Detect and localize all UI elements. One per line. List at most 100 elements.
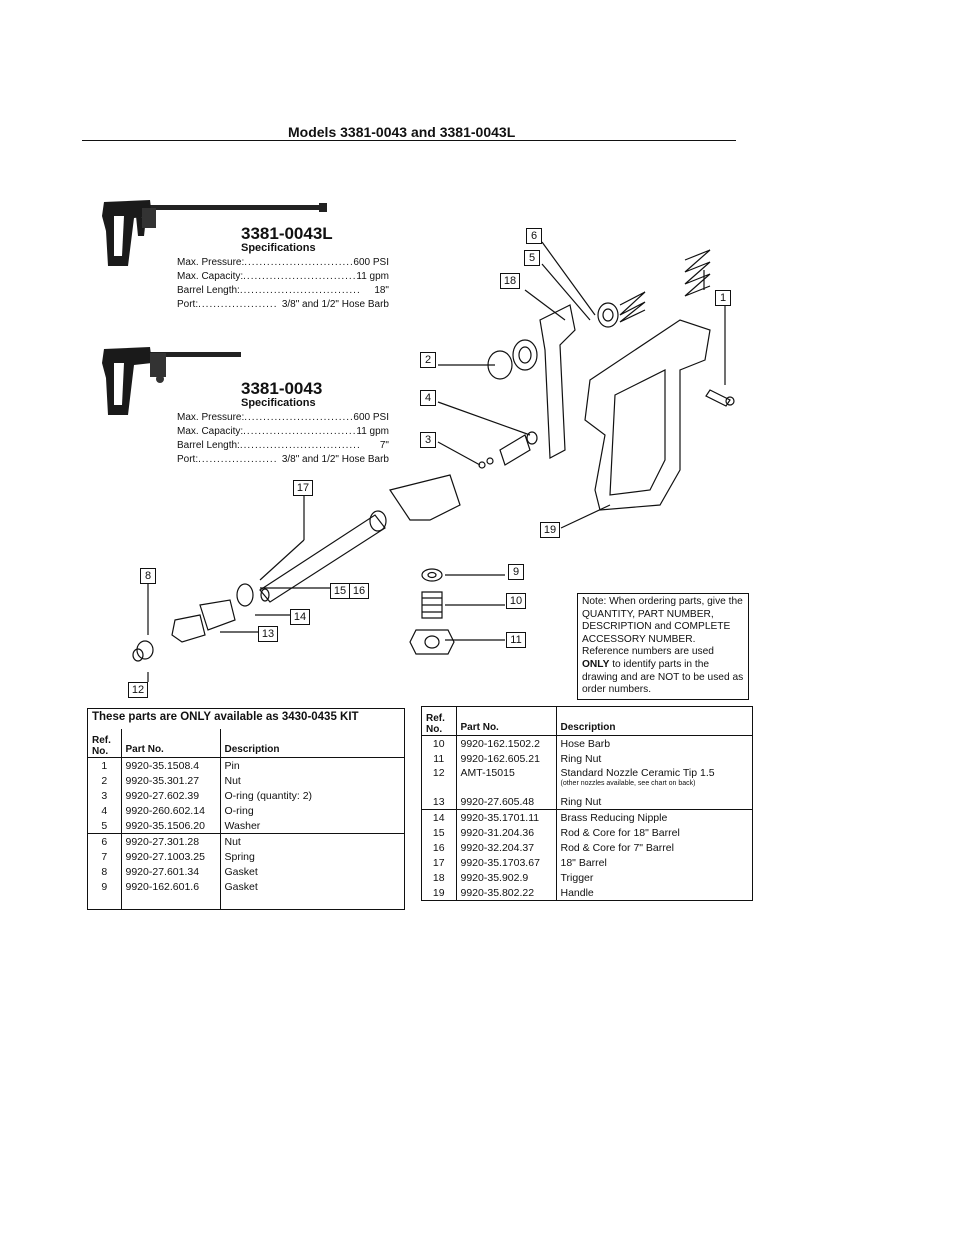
ref-label-10: 10 (506, 593, 526, 609)
cell-ref: 16 (422, 840, 457, 855)
cell-part-no: 9920-162.1502.2 (456, 735, 557, 751)
cell-ref: 18 (422, 870, 457, 885)
cell-part-no: 9920-35.1703.67 (456, 855, 557, 870)
cell-description: Nut (224, 774, 241, 787)
model-name-3381-0043l: 3381-0043L (241, 224, 333, 243)
spec-label: Port: (177, 454, 199, 465)
cell-part-no: 9920-35.301.27 (121, 773, 221, 788)
cell-part-no: 9920-27.1003.25 (121, 849, 221, 864)
cell-ref: 8 (88, 864, 122, 879)
cell-part-no: 9920-31.204.36 (456, 825, 557, 840)
ref-label-18: 18 (500, 273, 520, 289)
cell-part-no: 9920-27.301.28 (121, 833, 221, 849)
cell-description: 18" Barrel (560, 856, 607, 869)
cell-ref: 17 (422, 855, 457, 870)
spec-label: Max. Pressure: (177, 257, 245, 268)
spec-value: 11 gpm (356, 271, 389, 282)
cell-part-no: 9920-162.605.21 (456, 751, 557, 766)
cell-ref: 3 (88, 788, 122, 803)
header-ref: Ref. No. (88, 729, 122, 758)
spec-row: Max. Pressure:..........................… (177, 256, 389, 270)
ref-label-17: 17 (293, 480, 313, 496)
cell-ref: 1 (88, 757, 122, 773)
cell-ref: 11 (422, 751, 457, 766)
cell-description: Brass Reducing Nipple (556, 809, 752, 825)
ref-label-8: 8 (140, 568, 156, 584)
ref-label-16: 16 (349, 583, 369, 599)
cell-description: Trigger (560, 871, 594, 884)
cell-description: Rod & Core for 7" Barrel (560, 841, 674, 854)
spray-gun-long-illustration (102, 200, 327, 266)
spec-row: Max. Capacity:..........................… (177, 270, 389, 284)
spec-label: Max. Pressure: (177, 412, 245, 423)
cell-part-no: 9920-35.902.9 (456, 870, 557, 885)
ref-label-19: 19 (540, 522, 560, 538)
description-text: Standard Nozzle Ceramic Tip 1.5 (560, 767, 715, 779)
cell-part-no: 9920-27.602.39 (121, 788, 221, 803)
note-emphasis: ONLY (582, 658, 610, 670)
cell-description: O-ring (quantity: 2) (224, 789, 313, 802)
ordering-note: Note: When ordering parts, give the QUAN… (577, 593, 749, 700)
spray-gun-short-illustration (102, 347, 241, 415)
cell-ref: 15 (422, 825, 457, 840)
spec-row: Barrel Length:..........................… (177, 439, 389, 453)
exploded-parts-diagram (132, 241, 735, 682)
cell-description: O-ring (224, 804, 254, 817)
cell-ref: 7 (88, 849, 122, 864)
spec-row: Barrel Length:..........................… (177, 284, 389, 298)
cell-description: Ring Nut (560, 752, 602, 765)
cell-part-no: 9920-162.601.6 (121, 879, 221, 894)
spec-label: Barrel Length: (177, 440, 240, 451)
cell-part-no: 9920-35.802.22 (456, 885, 557, 900)
ref-label-6: 6 (526, 228, 542, 244)
cell-description: Gasket (224, 880, 258, 893)
header-part-no: Part No. (121, 729, 221, 758)
cell-description: Ring Nut (560, 795, 602, 808)
model-name-3381-0043: 3381-0043 (241, 379, 323, 398)
cell-part-no: 9920-35.1701.11 (456, 809, 557, 825)
cell-part-no: AMT-15015 (456, 766, 557, 794)
cell-description: Washer (224, 819, 261, 832)
cell-description: Pin (224, 759, 240, 772)
spec-leader: ................................ (243, 271, 357, 282)
spec-label: Max. Capacity: (177, 426, 244, 437)
ref-label-11: 11 (506, 632, 526, 648)
note-text-2: to identify parts in the drawing and are… (582, 658, 744, 696)
cell-part-no: 9920-27.605.48 (456, 794, 557, 810)
ref-label-9: 9 (508, 564, 524, 580)
header-description: Description (556, 707, 752, 736)
ref-label-2: 2 (420, 352, 436, 368)
cell-part-no: 9920-35.1508.4 (121, 757, 221, 773)
cell-ref: 9 (88, 879, 122, 894)
spec-row: Port:.....................3/8" and 1/2" … (177, 453, 389, 467)
specifications-heading: Specifications (241, 397, 316, 409)
description-subnote: (other nozzles available, see chart on b… (560, 780, 696, 787)
ref-label-12: 12 (128, 682, 148, 698)
spec-label: Port: (177, 299, 199, 310)
kit-table-title: These parts are ONLY available as 3430-0… (92, 711, 359, 723)
spec-leader: ................................ (239, 440, 361, 451)
cell-description: Hose Barb (560, 737, 611, 750)
spec-row: Port:.....................3/8" and 1/2" … (177, 298, 389, 312)
specifications-heading: Specifications (241, 242, 316, 254)
cell-description: Rod & Core for 18" Barrel (560, 826, 680, 839)
spec-value: 600 PSI (353, 412, 389, 423)
table-header-row: Ref. No. Part No. Description (422, 707, 752, 736)
table-row-spacer (88, 894, 404, 909)
cell-ref: 10 (422, 735, 457, 751)
ref-label-15: 15 (330, 583, 350, 599)
